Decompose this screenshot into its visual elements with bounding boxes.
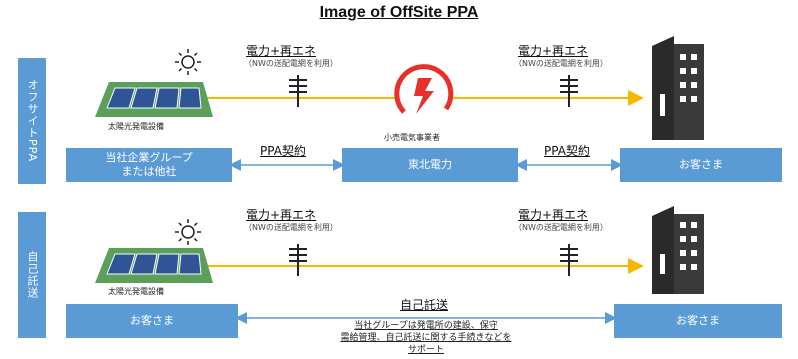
solar-panel-icon bbox=[95, 248, 213, 283]
building-icon bbox=[652, 206, 704, 294]
flow-label: 電力+再エネ bbox=[246, 44, 317, 58]
utility-pole-icon bbox=[289, 244, 307, 276]
support-note-line: 当社グループは発電所の建設、保守 bbox=[354, 321, 498, 331]
flow-sublabel: （NWの送配電網を利用） bbox=[514, 223, 608, 232]
flow-sublabel: （NWの送配電網を利用） bbox=[514, 59, 608, 68]
entity-box-line: または他社 bbox=[121, 165, 177, 178]
utility-pole-icon bbox=[289, 75, 307, 107]
sun-icon bbox=[175, 219, 201, 245]
retailer-caption: 小売電気事業者 bbox=[384, 133, 440, 142]
flow-label: 電力+再エネ bbox=[518, 44, 589, 58]
flow-label: 電力+再エネ bbox=[246, 208, 317, 222]
contract-label: PPA契約 bbox=[544, 144, 590, 158]
support-note-line: サポート bbox=[407, 345, 444, 355]
entity-box-line: 当社企業グループ bbox=[105, 151, 193, 164]
solar-caption: 太陽光発電設備 bbox=[108, 122, 164, 131]
contract-label: PPA契約 bbox=[260, 144, 306, 158]
flow-sublabel: （NWの送配電網を利用） bbox=[244, 59, 338, 68]
entity-box-generator: 当社企業グループ または他社 bbox=[66, 148, 232, 182]
entity-box-customer: お客さま bbox=[620, 148, 782, 182]
building-icon bbox=[652, 36, 704, 140]
section-label-self-wheeling: 自己託送 bbox=[18, 212, 46, 338]
solar-panel-icon bbox=[95, 82, 213, 117]
entity-box-tohoku-electric: 東北電力 bbox=[342, 148, 518, 182]
support-note: 当社グループは発電所の建設、保守 需給管理、自己託送に関する手続きなどを サポー… bbox=[306, 320, 546, 356]
utility-pole-icon bbox=[560, 244, 578, 276]
entity-box-customer: お客さま bbox=[66, 304, 238, 338]
flow-label: 電力+再エネ bbox=[518, 208, 589, 222]
flow-sublabel: （NWの送配電網を利用） bbox=[244, 223, 338, 232]
utility-pole-icon bbox=[560, 75, 578, 107]
entity-box-customer: お客さま bbox=[614, 304, 782, 338]
page-title: Image of OffSite PPA bbox=[319, 4, 479, 21]
tohoku-electric-logo-icon bbox=[394, 64, 454, 122]
support-note-line: 需給管理、自己託送に関する手続きなどを bbox=[340, 333, 512, 343]
sun-icon bbox=[175, 49, 201, 75]
self-wheeling-label: 自己託送 bbox=[400, 298, 449, 312]
solar-caption: 太陽光発電設備 bbox=[108, 287, 164, 296]
section-label-offsite-ppa: オフサイトPPA bbox=[18, 58, 46, 184]
